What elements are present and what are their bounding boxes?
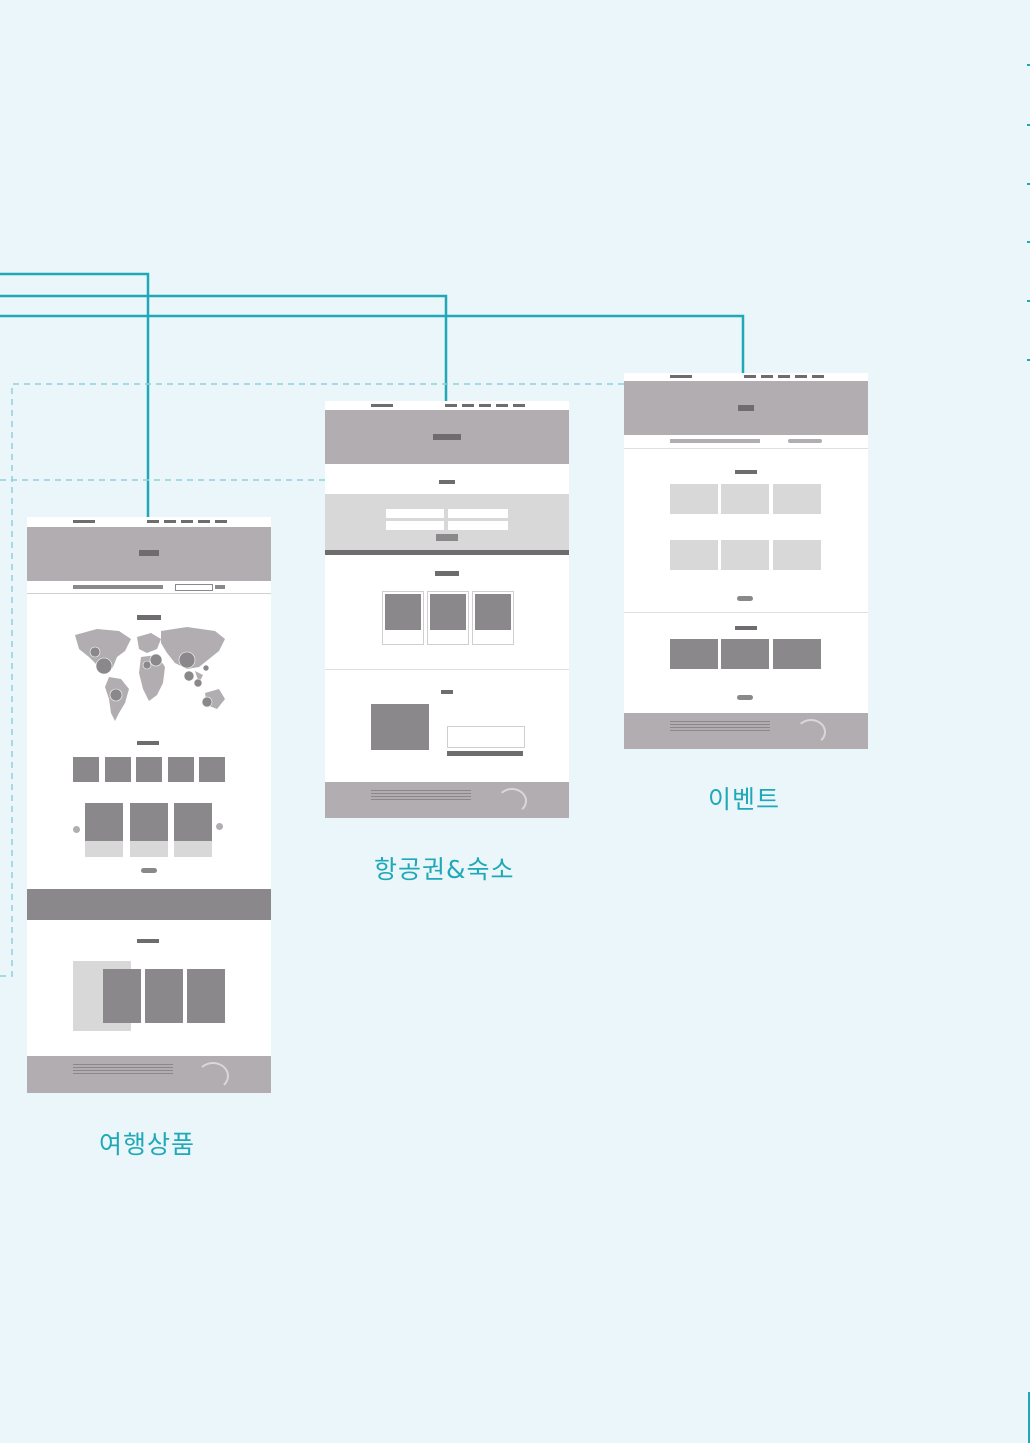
footer [624, 713, 868, 749]
more-button [141, 868, 157, 873]
wireframe-flight-hotel [325, 401, 569, 818]
connector-travel [0, 272, 150, 517]
label-event: 이벤트 [708, 785, 781, 814]
dashed-link-upper [0, 383, 624, 977]
label-travel: 여행상품 [99, 1130, 196, 1159]
wireframe-event [624, 373, 868, 749]
promo-banner [27, 889, 271, 920]
booking-form [325, 494, 569, 550]
connector-event [0, 314, 745, 373]
hero-banner [325, 410, 569, 464]
wireframe-travel [27, 517, 271, 1093]
category-tiles [73, 757, 225, 789]
hero-banner [27, 527, 271, 581]
product-card [174, 803, 212, 857]
product-card [85, 803, 123, 857]
label-flight-hotel: 항공권&숙소 [374, 855, 515, 884]
footer [27, 1056, 271, 1093]
product-card [130, 803, 168, 857]
nav-menu [147, 520, 227, 523]
search-bar [27, 581, 271, 594]
connector-flight-hotel [0, 294, 448, 401]
nav-logo [73, 520, 95, 523]
hero-banner [624, 381, 868, 435]
footer [325, 782, 569, 818]
world-map-icon [75, 627, 225, 721]
